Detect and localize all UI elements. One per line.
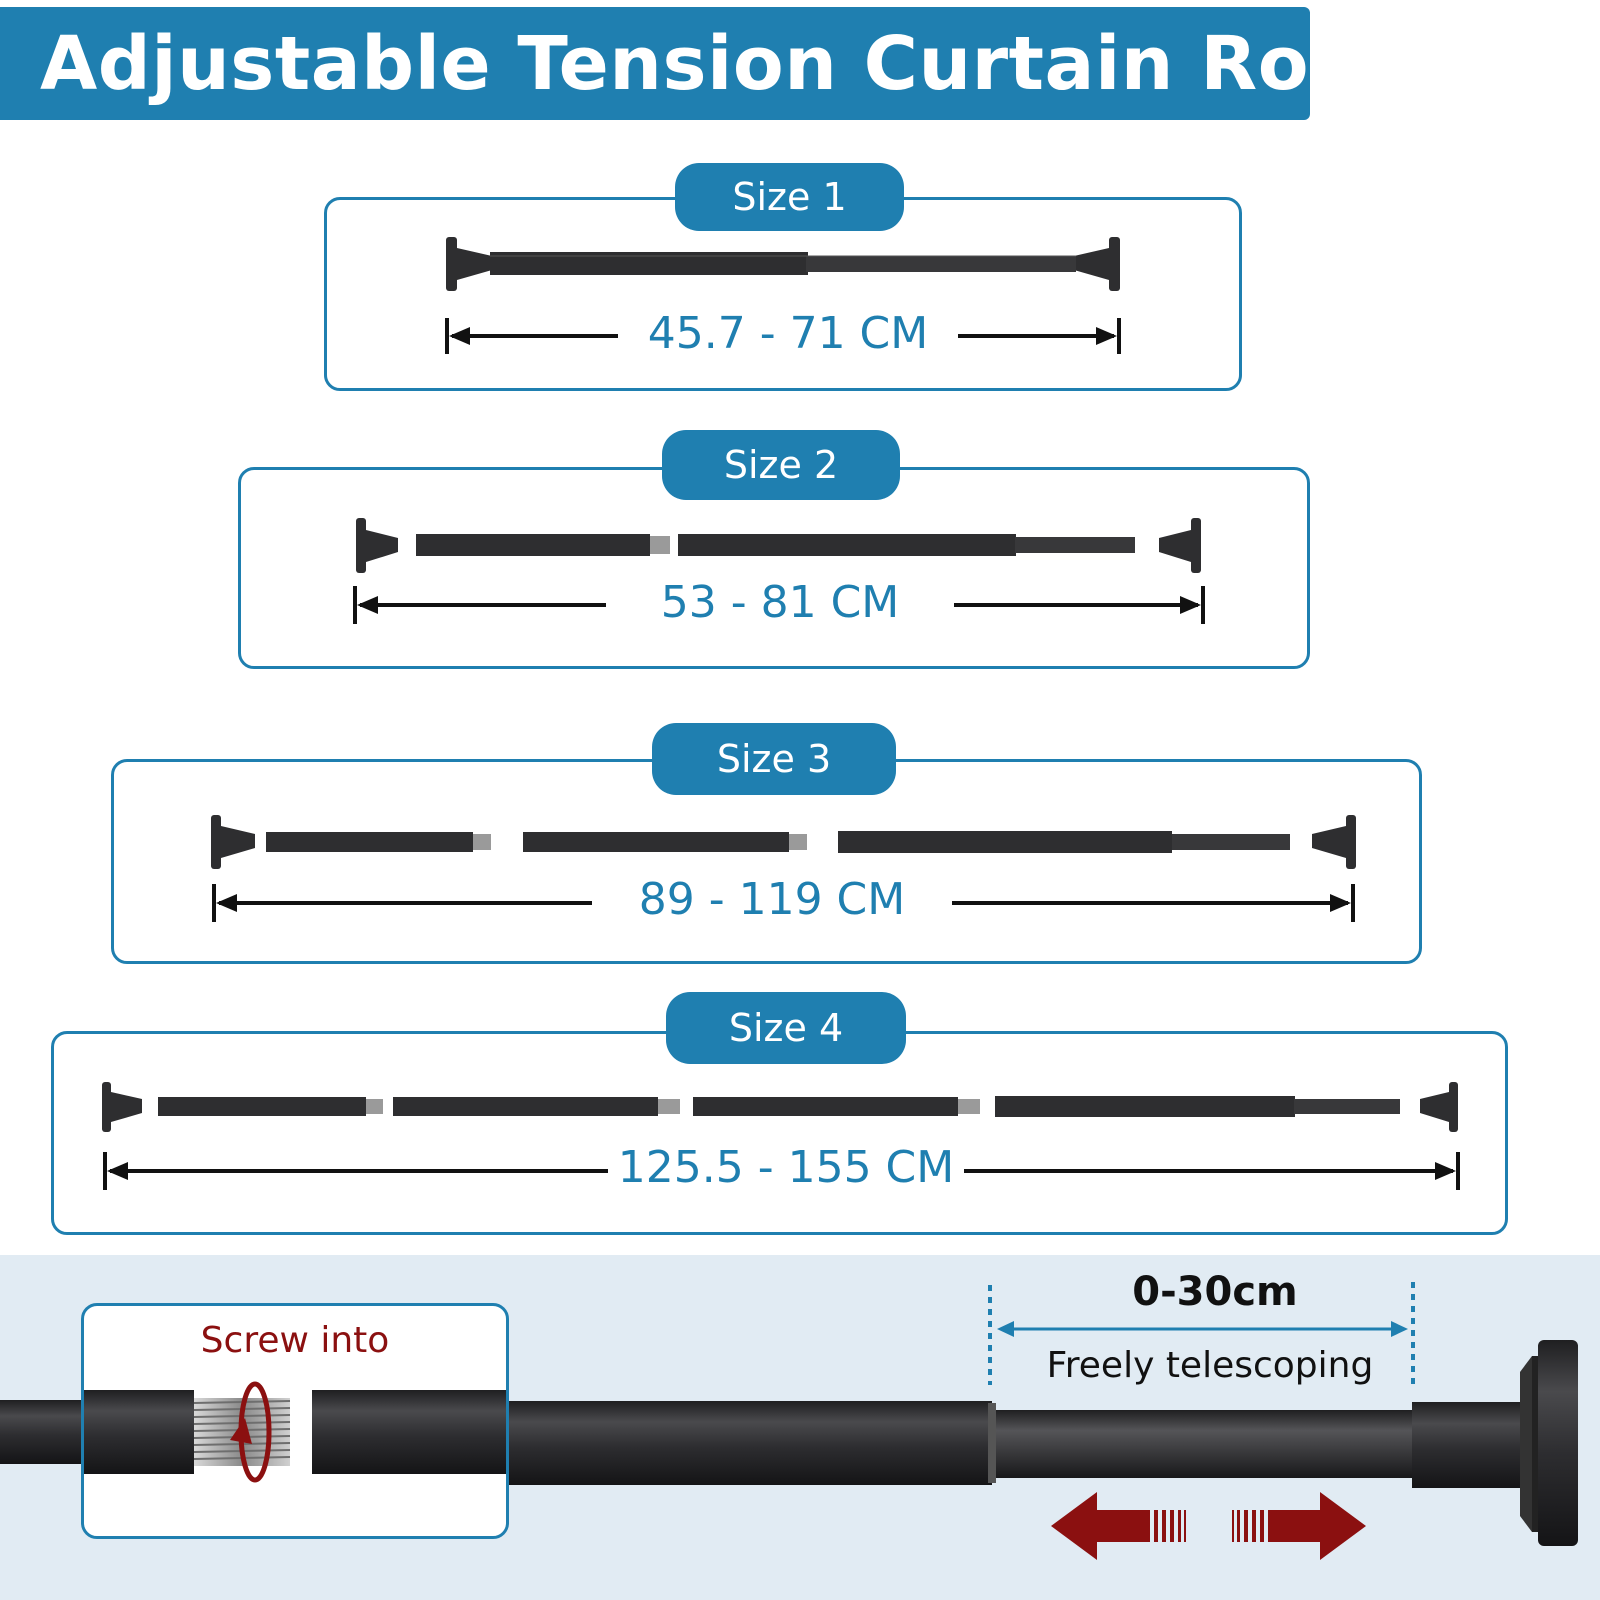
title-banner: Adjustable Tension Curtain Rod <box>0 7 1362 120</box>
telescope-range: 0-30cm <box>1132 1269 1298 1315</box>
size-3-range: 89 - 119 CM <box>638 874 906 925</box>
size-4-range: 125.5 - 155 CM <box>617 1142 955 1193</box>
size-1-range: 45.7 - 71 CM <box>647 308 929 359</box>
size-2-card <box>238 467 1310 669</box>
page-title: Adjustable Tension Curtain Rod <box>40 21 1363 107</box>
size-2-range: 53 - 81 CM <box>660 577 900 628</box>
size-3-tab: Size 3 <box>652 723 896 795</box>
size-1-tab: Size 1 <box>675 163 904 231</box>
size-4-tab: Size 4 <box>666 992 906 1064</box>
screw-into-label: Screw into <box>200 1320 390 1361</box>
telescope-label: Freely telescoping <box>1046 1345 1374 1386</box>
size-2-tab: Size 2 <box>662 430 900 500</box>
